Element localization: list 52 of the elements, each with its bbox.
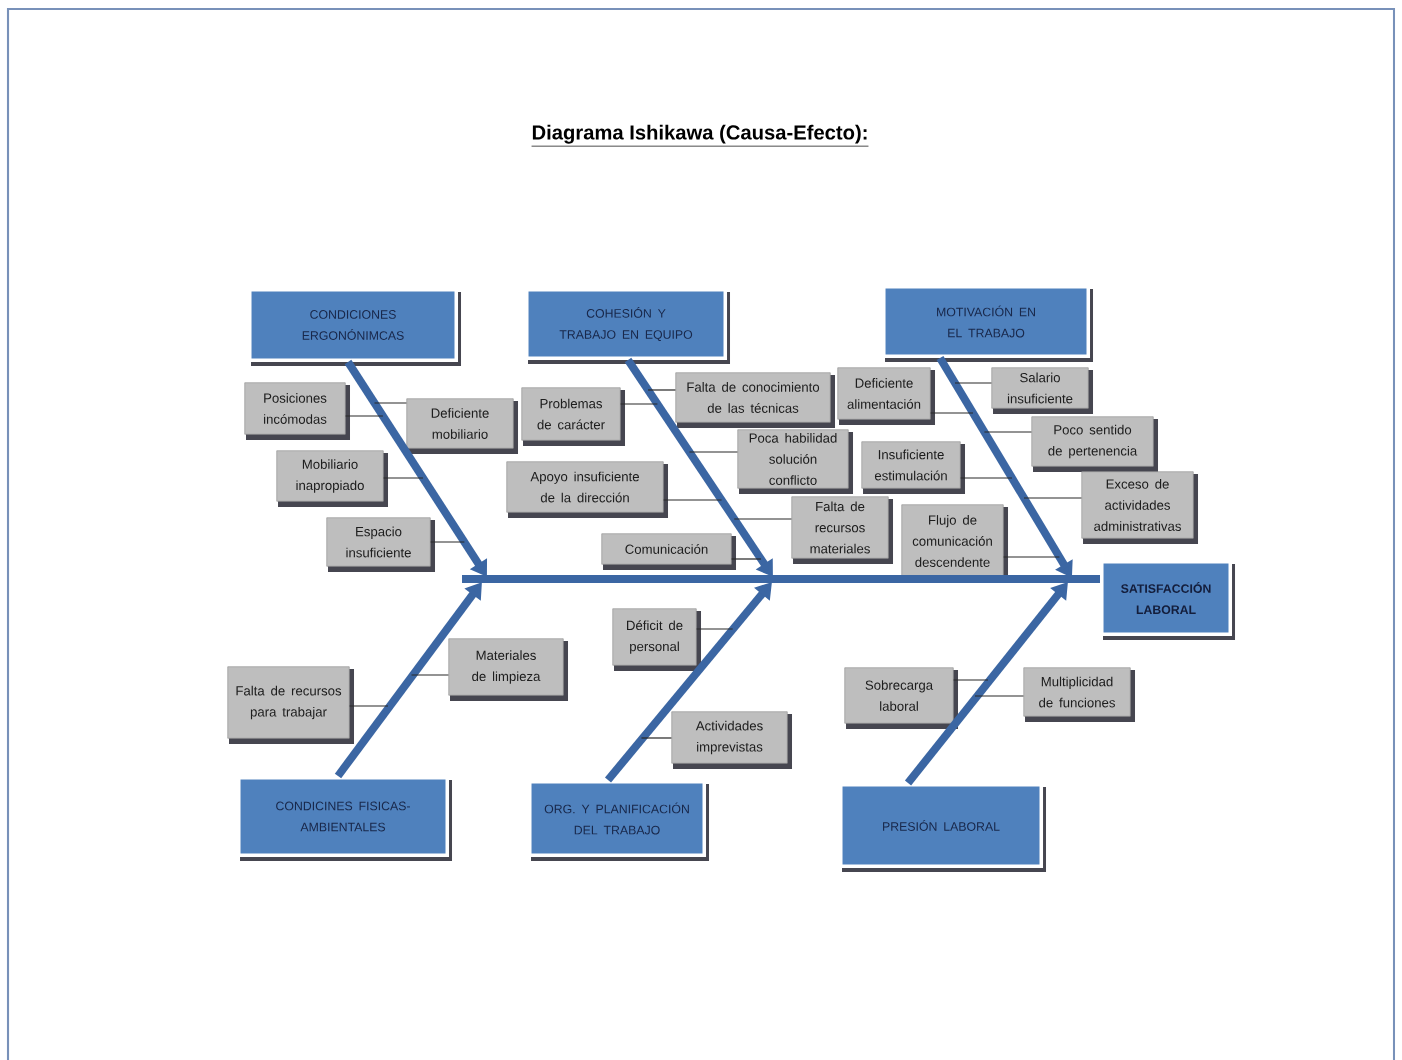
leader-line [430, 541, 465, 543]
leader-line [688, 451, 739, 453]
fishbone-arrow [604, 582, 772, 783]
leader-line [733, 518, 793, 520]
cause-box: Déficit de personal [612, 608, 701, 671]
cause-box: Mobiliario inapropiado [276, 450, 388, 507]
leader-line [983, 431, 1033, 433]
category-box: MOTIVACIÓN EN EL TRABAJO [882, 285, 1093, 362]
category-box: COHESIÓN Y TRABAJO EN EQUIPO [525, 288, 730, 364]
leader-line [620, 403, 659, 405]
leader-line [383, 477, 424, 479]
cause-box: Posiciones incómodas [244, 382, 350, 440]
cause-box: Poco sentido de pertenencia [1031, 416, 1158, 472]
cause-box: Salario insuficiente [991, 367, 1093, 414]
cause-box: Deficiente alimentación [837, 367, 935, 425]
leader-line [954, 382, 993, 384]
leader-line [930, 412, 974, 414]
leader-line [960, 477, 1013, 479]
cause-box: Problemas de carácter [521, 387, 625, 446]
cause-box: Apoyo insuficiente de la dirección [506, 461, 668, 518]
effect-box: SATISFACCIÓN LABORAL [1100, 560, 1235, 640]
leader-line [953, 679, 989, 681]
category-box: CONDICINES FISICAS-AMBIENTALES [237, 776, 452, 861]
leader-line [640, 737, 673, 739]
leader-line [410, 674, 450, 676]
cause-box: Multiplicidad de funciones [1023, 667, 1135, 722]
cause-box: Actividades imprevistas [671, 711, 792, 769]
leader-line [1003, 556, 1061, 558]
cause-box: Poca habilidad solución conflicto [737, 429, 853, 494]
cause-box: Sobrecarga laboral [844, 667, 958, 729]
leader-line [1023, 497, 1083, 499]
category-box: CONDICIONES ERGONÓNIMCAS [248, 288, 461, 366]
cause-box: Comunicación [601, 533, 736, 570]
leader-line [345, 415, 384, 417]
leader-line [647, 389, 677, 391]
title: Diagrama Ishikawa (Causa-Efecto): [531, 124, 869, 147]
cause-box: Insuficiente estimulación [861, 441, 965, 494]
cause-box: Materiales de limpieza [448, 638, 568, 701]
leader-line [663, 499, 723, 501]
cause-box: Falta de recursos materiales [791, 496, 893, 564]
leader-line [373, 402, 408, 404]
category-box: ORG. Y PLANIFICACIÓN DEL TRABAJO [528, 780, 709, 861]
cause-box: Exceso de actividades administrativas [1081, 471, 1198, 544]
leader-line [696, 628, 734, 630]
leader-line [349, 705, 389, 707]
leader-line [974, 695, 1025, 697]
cause-box: Espacio insuficiente [326, 517, 435, 572]
leader-line [731, 558, 762, 560]
cause-box: Falta de recursos para trabajar [227, 666, 354, 744]
cause-box: Deficiente mobiliario [406, 398, 518, 454]
cause-box: Falta de conocimiento de las técnicas [675, 372, 835, 428]
category-box: PRESIÓN LABORAL [839, 783, 1046, 872]
